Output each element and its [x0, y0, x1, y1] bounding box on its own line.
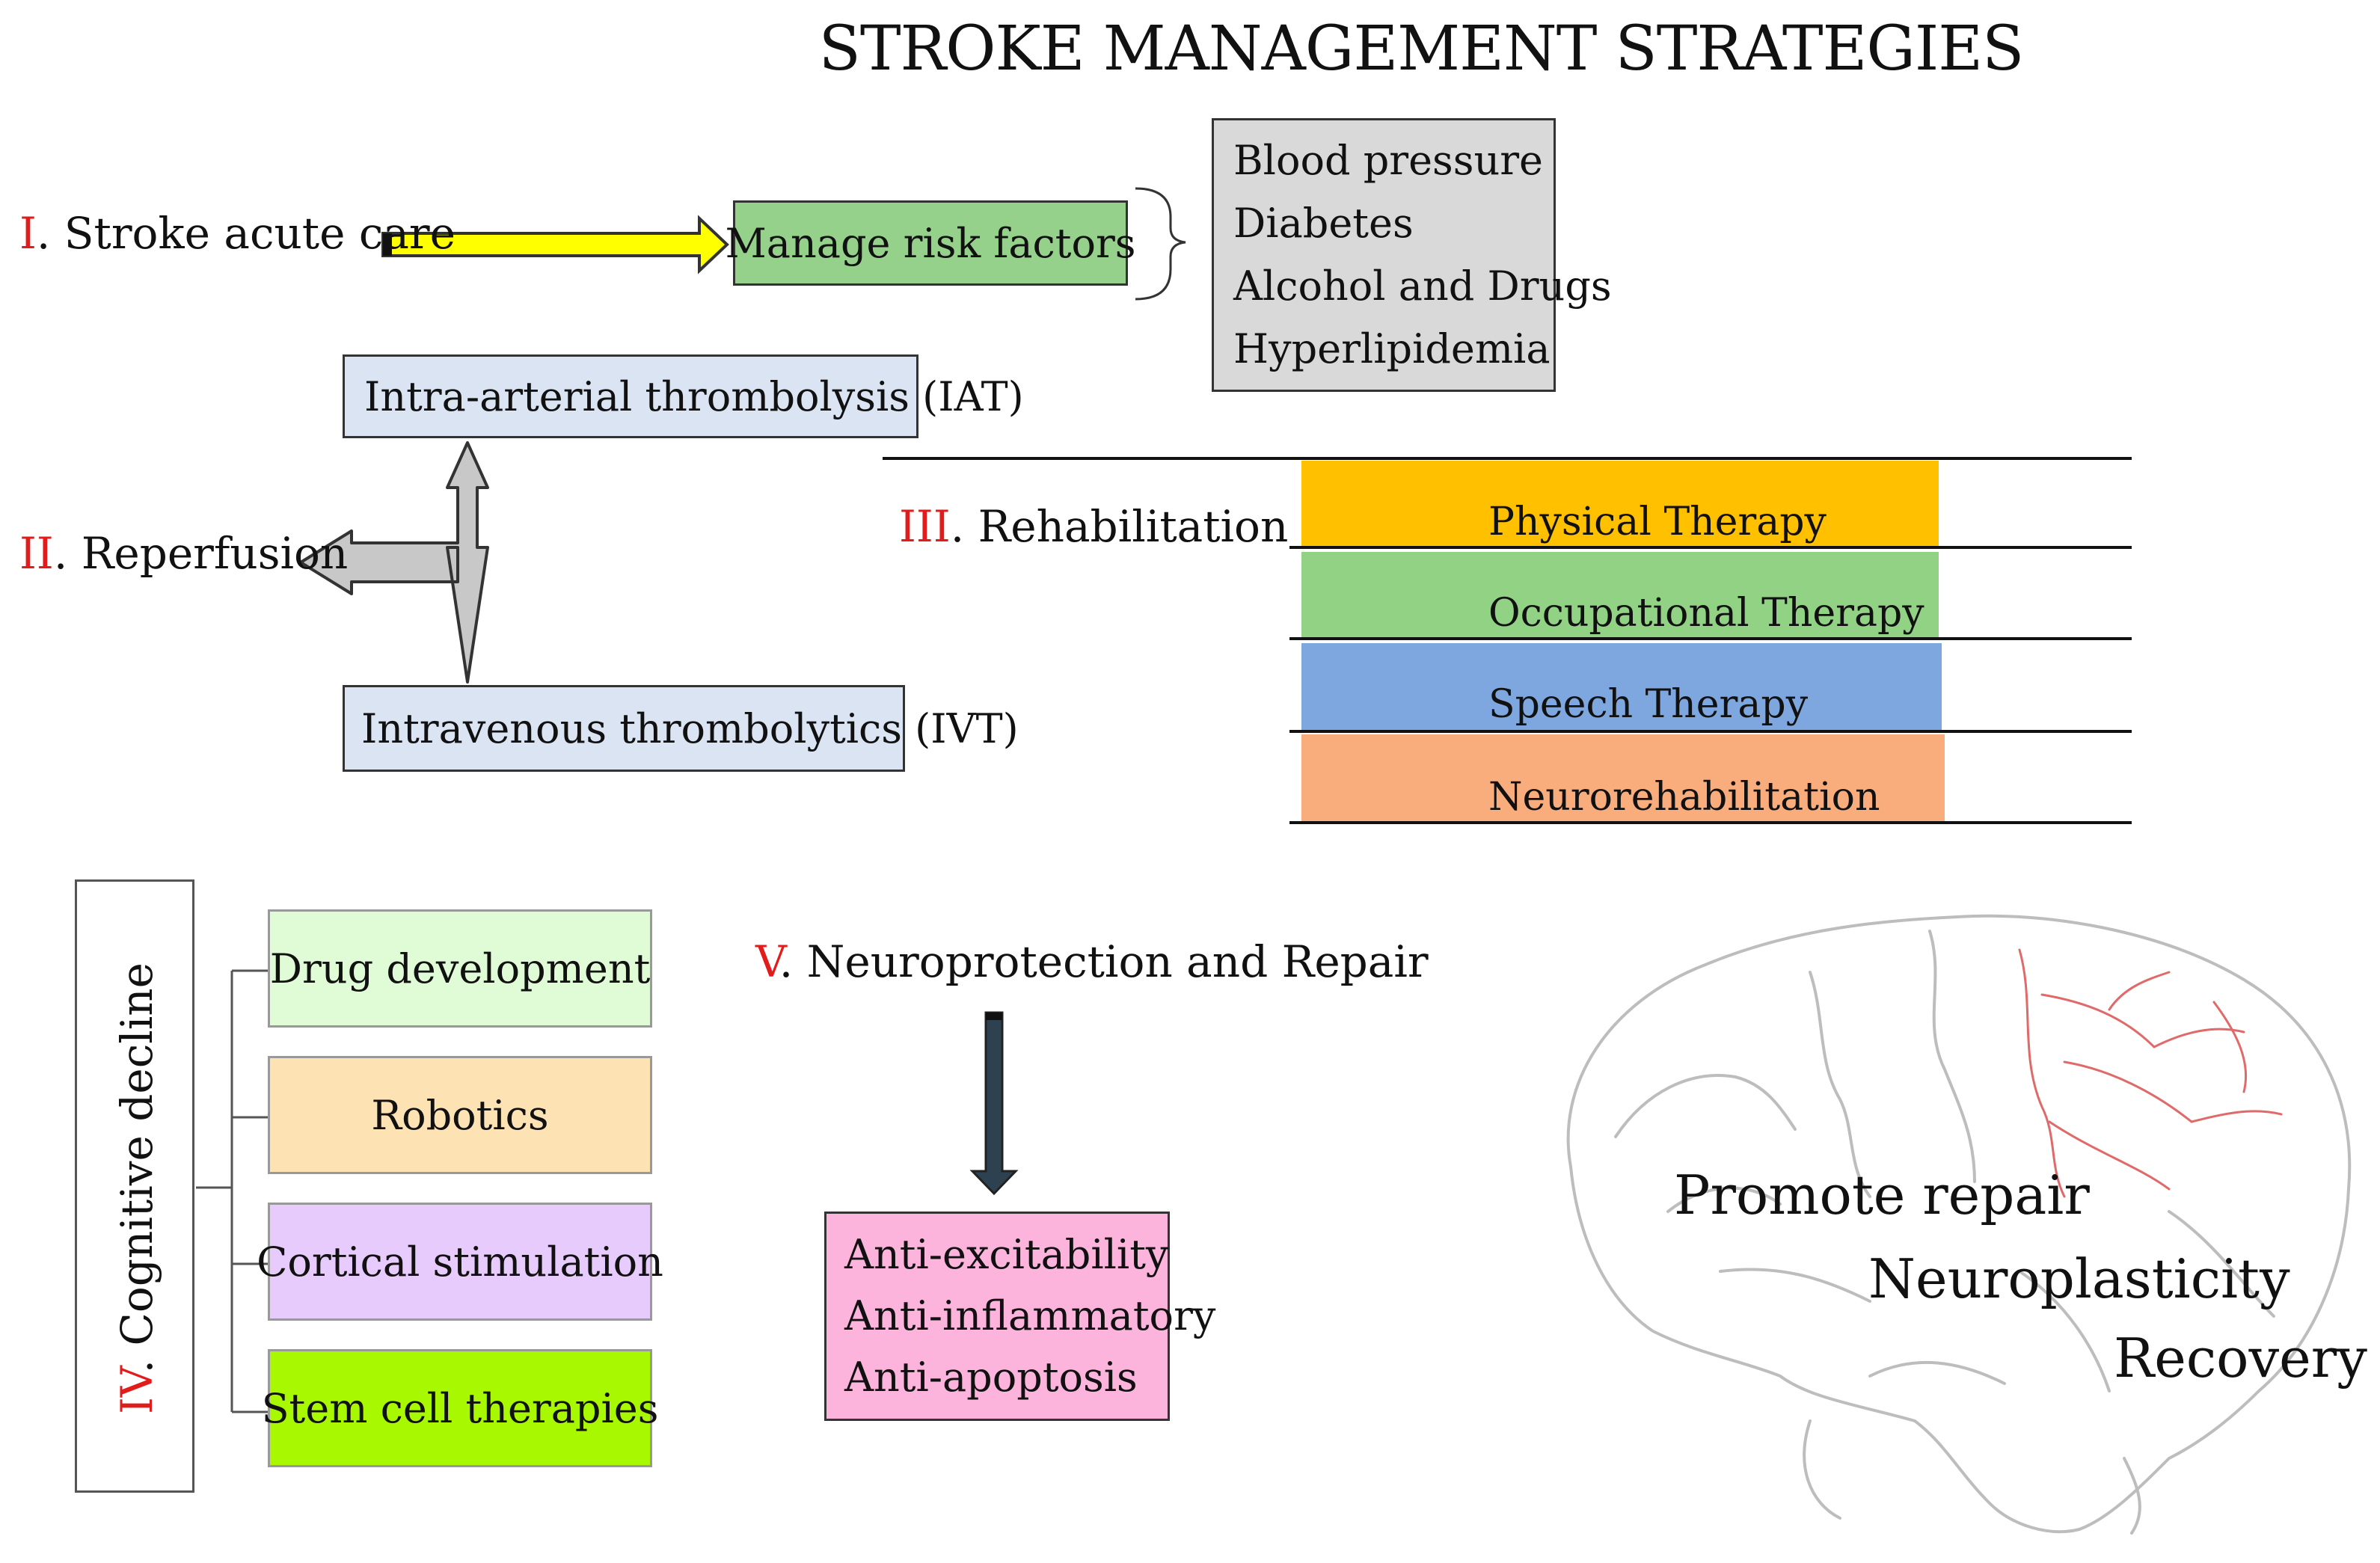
section-4-label: IV. Cognitive decline [111, 962, 162, 1414]
risk-item: Alcohol and Drugs [1233, 262, 1612, 310]
physical-therapy-band [1301, 461, 1939, 547]
tree-connector [196, 969, 268, 1413]
stem-cell-therapies-box: Stem cell therapies [262, 1349, 658, 1467]
risk-item: Diabetes [1233, 200, 1414, 247]
risk-factors-list: Blood pressure Diabetes Alcohol and Drug… [1212, 118, 1612, 392]
iat-box: Intra-arterial thrombolysis (IAT) [343, 354, 1024, 438]
section-5-label: V. Neuroprotection and Repair [755, 936, 1429, 987]
therapy-label: Neurorehabilitation [1488, 775, 1880, 820]
ivt-box: Intravenous thrombolytics (IVT) [343, 685, 1019, 772]
yellow-arrow-icon [381, 215, 729, 274]
risk-item: Blood pressure [1233, 137, 1544, 184]
risk-item: Hyperlipidemia [1233, 325, 1551, 372]
therapy-label: Physical Therapy [1488, 500, 1827, 544]
section-2-label: II. Reperfusion [19, 528, 348, 579]
down-arrow-icon [969, 1011, 1019, 1196]
therapy-label: Speech Therapy [1488, 682, 1809, 727]
section-2-numeral: II [19, 528, 54, 579]
rehab-rule [1289, 730, 2132, 733]
neuroprotection-list: Anti-excitability Anti-inflammatory Anti… [824, 1212, 1216, 1421]
occupational-therapy-band [1301, 552, 1939, 637]
robotics-box: Robotics [268, 1056, 652, 1174]
section-1-label: I. Stroke acute care [19, 208, 456, 259]
section-5-text: . Neuroprotection and Repair [779, 936, 1429, 987]
reperfusion-arrow-icon [299, 441, 489, 684]
section-2-text: . Reperfusion [53, 528, 349, 579]
manage-risk-factors-box: Manage risk factors [726, 200, 1136, 286]
curly-brace-icon [1135, 187, 1186, 301]
cortical-stimulation-box: Cortical stimulation [257, 1203, 663, 1321]
brain-outline-icon [1566, 914, 2352, 1535]
neuroprotection-item: Anti-inflammatory [844, 1292, 1216, 1339]
cognitive-decline-box: IV. Cognitive decline [75, 879, 194, 1493]
drug-development-box: Drug development [268, 909, 652, 1028]
brain-text-neuroplasticity: Neuroplasticity [1868, 1247, 2290, 1310]
section-5-numeral: V [755, 936, 779, 987]
rehab-rule [1289, 821, 2132, 824]
brain-text-promote-repair: Promote repair [1674, 1164, 2090, 1226]
section-1-text: . Stroke acute care [36, 208, 456, 259]
neuroprotection-item: Anti-apoptosis [844, 1354, 1138, 1401]
therapy-label: Occupational Therapy [1488, 591, 1924, 636]
brain-vessels-icon [2018, 948, 2283, 1198]
neurorehabilitation-band [1301, 734, 1945, 821]
section-3-label: III. Rehabilitation [899, 501, 1288, 552]
page-title: STROKE MANAGEMENT STRATEGIES [818, 13, 2025, 85]
section-4-text: . Cognitive decline [111, 962, 162, 1374]
rehab-rule [1289, 546, 2132, 549]
section-3-text: . Rehabilitation [950, 501, 1289, 552]
neuroprotection-item: Anti-excitability [844, 1231, 1169, 1278]
speech-therapy-band [1301, 643, 1942, 731]
section-4-numeral: IV [111, 1373, 162, 1414]
brain-text-recovery: Recovery [2114, 1327, 2367, 1389]
rehab-rule [1289, 637, 2132, 640]
section-3-numeral: III [899, 501, 951, 552]
section-1-numeral: I [19, 208, 37, 259]
